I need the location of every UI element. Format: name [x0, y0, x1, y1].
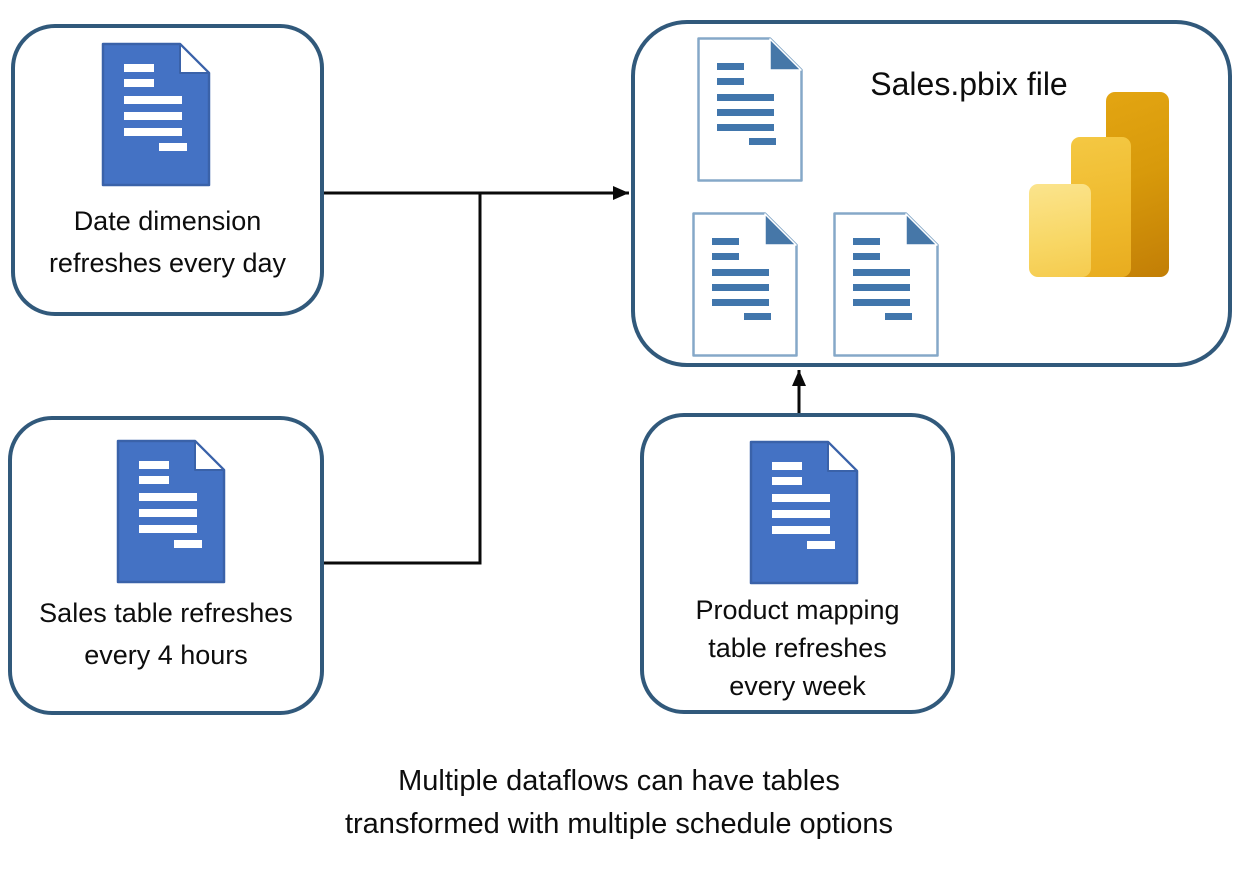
- pbix-file-title: Sales.pbix file: [870, 66, 1068, 102]
- caption-line2: transformed with multiple schedule optio…: [344, 808, 894, 840]
- pbix-file-container: Sales.pbix file: [631, 20, 1232, 367]
- power-bi-logo-icon: [1029, 92, 1172, 277]
- sales-table-label-line2: every 4 hours: [84, 640, 248, 670]
- product-mapping-label-line3: every week: [729, 671, 866, 701]
- date-dimension-label-line2: refreshes every day: [48, 248, 287, 278]
- product-mapping-label-line1: Product mapping: [695, 595, 900, 625]
- white-document-icon: [692, 212, 798, 357]
- blue-document-icon: [101, 42, 211, 187]
- dataflow-box-product-mapping: Product mapping table refreshes every we…: [640, 413, 955, 714]
- blue-document-icon: [116, 439, 226, 584]
- power-bi-bar-short: [1029, 184, 1091, 277]
- diagram-caption: Multiple dataflows can have tables trans…: [0, 760, 1238, 846]
- blue-document-icon: [749, 440, 859, 585]
- product-mapping-label-line2: table refreshes: [708, 633, 887, 663]
- connector-sales-table-join: [324, 194, 482, 565]
- dataflow-box-sales-table: Sales table refreshes every 4 hours: [8, 416, 324, 715]
- sales-table-label-line1: Sales table refreshes: [39, 598, 293, 628]
- caption-line1: Multiple dataflows can have tables: [398, 765, 840, 797]
- dataflow-box-date-dimension: Date dimension refreshes every day: [11, 24, 324, 316]
- white-document-icon: [697, 37, 803, 182]
- white-document-icon: [833, 212, 939, 357]
- date-dimension-label-line1: Date dimension: [73, 206, 262, 236]
